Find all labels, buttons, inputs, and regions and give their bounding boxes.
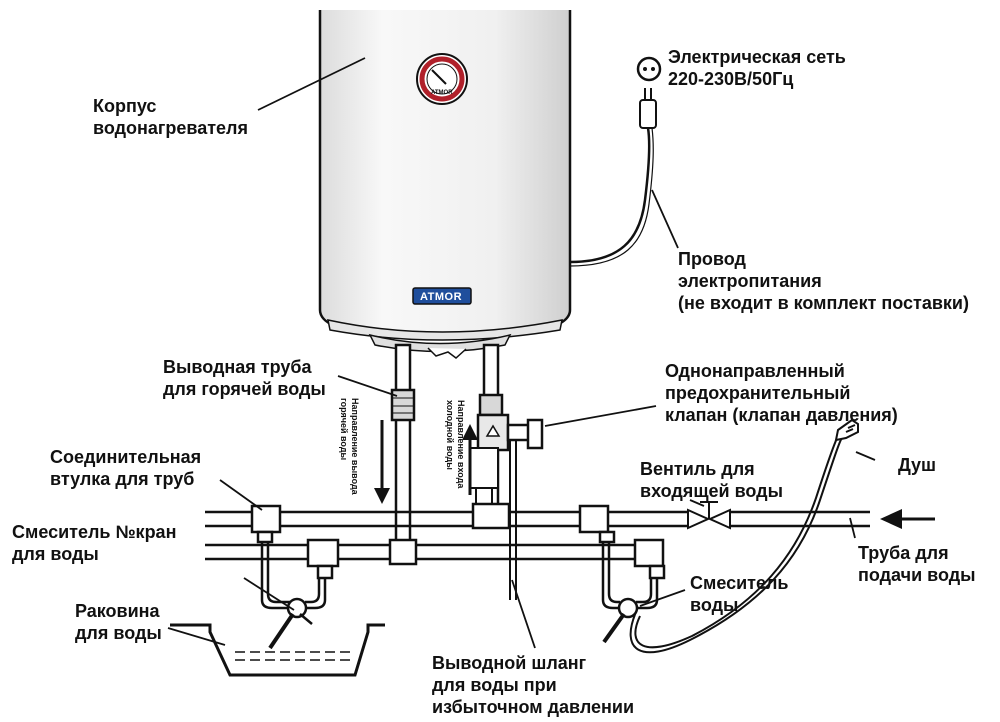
label-power-cord: Провод электропитания (не входит в компл… (678, 249, 969, 313)
svg-text:Направление входа: Направление входа (456, 400, 466, 489)
svg-text:ATMOR: ATMOR (431, 90, 453, 96)
power-plug-icon (639, 88, 657, 129)
supply-direction-arrow (880, 509, 935, 529)
label-coupling: Соединительная втулка для труб (50, 447, 202, 489)
hot-water-main-pipe (205, 543, 650, 561)
hot-direction-text: Направление вывода горячей воды (339, 398, 360, 496)
socket-icon (636, 56, 662, 82)
label-inlet-valve: Вентиль для входящей воды (640, 459, 783, 501)
sink (170, 623, 385, 677)
hot-water-direction-arrow (374, 420, 390, 504)
shower-head-icon (834, 418, 859, 442)
label-drain-hose: Выводной шланг для воды при избыточном д… (432, 653, 635, 717)
cold-water-direction-arrow (462, 424, 478, 495)
right-mixer (601, 542, 659, 644)
label-sink: Раковина для воды (75, 601, 162, 643)
brand-text: ATMOR (420, 291, 462, 303)
left-mixer (260, 542, 327, 650)
label-supply-pipe: Труба для подачи воды (858, 543, 976, 585)
label-mixer-right: Смеситель воды (690, 573, 789, 615)
inlet-valve-icon (687, 501, 731, 530)
check-valve-icon (469, 447, 499, 511)
pipe-fittings (250, 502, 666, 580)
label-hot-outlet: Выводная труба для горячей воды (163, 357, 326, 399)
label-body: Корпус водонагревателя (93, 96, 248, 138)
power-cord (569, 127, 654, 267)
label-power-network: Электрическая сеть 220-230В/50Гц (668, 47, 846, 89)
svg-text:холодной воды: холодной воды (445, 400, 455, 470)
hot-water-outlet-pipe (390, 343, 416, 552)
shower-hose (629, 435, 843, 654)
svg-text:Направление вывода: Направление вывода (350, 398, 360, 496)
cold-direction-text: Направление входа холодной воды (445, 400, 466, 489)
label-mixer-left: Смеситель №кран для воды (12, 522, 177, 564)
leader-lines (167, 57, 876, 649)
svg-text:горячей воды: горячей воды (339, 398, 349, 461)
label-check-valve: Однонаправленный предохранительный клапа… (665, 361, 898, 425)
cold-water-main-pipe (205, 510, 870, 528)
thermostat-gauge-icon: ATMOR (416, 53, 468, 105)
brand-badge: ATMOR (412, 287, 472, 305)
drain-hose (509, 440, 517, 600)
label-shower: Душ (898, 455, 937, 475)
